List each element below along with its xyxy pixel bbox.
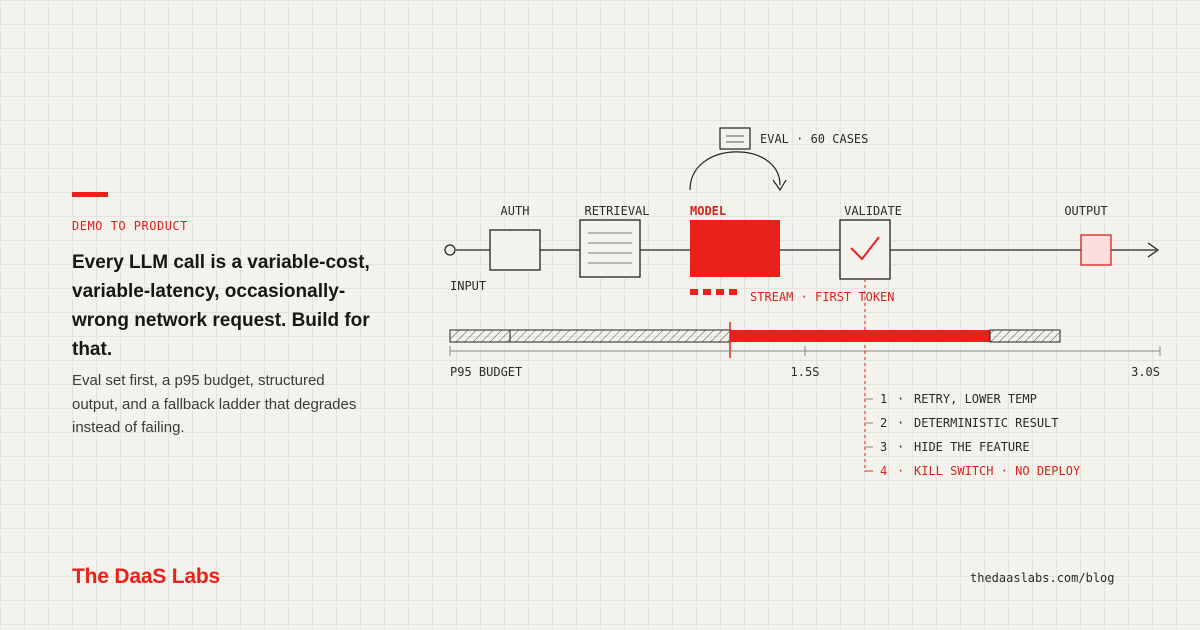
body-text: Eval set first, a p95 budget, structured… [72, 372, 357, 436]
stage-label-retrieval: RETRIEVAL [584, 204, 649, 218]
accent-bar [72, 192, 108, 197]
fallback-ticks [865, 398, 873, 448]
stage-output[interactable] [1080, 234, 1112, 266]
input-node [444, 244, 456, 256]
stream-tokens-icon [690, 289, 737, 295]
fallback-separator: · [897, 416, 904, 430]
fallback-step-4: KILL SWITCH · NO DEPLOY [914, 464, 1081, 478]
fallback-number-2: 2 [880, 416, 887, 430]
headline: Every LLM call is a variable-cost, varia… [72, 252, 370, 360]
stage-label-model: MODEL [690, 204, 726, 218]
stage-label-validate: VALIDATE [844, 204, 902, 218]
eval-doc-icon [719, 127, 751, 150]
document-lines-icon [588, 232, 632, 264]
eval-label: EVAL · 60 CASES [760, 132, 868, 146]
timeline-tail-segment [989, 329, 1061, 343]
fallback-number-4: 4 [880, 464, 887, 478]
timeline-model-segment [730, 330, 990, 342]
fallback-separator: · [897, 440, 904, 454]
stage-auth[interactable] [489, 229, 541, 271]
fallback-step-3: HIDE THE FEATURE [914, 440, 1030, 454]
stage-validate[interactable] [839, 219, 891, 280]
fallback-step-1: RETRY, LOWER TEMP [914, 392, 1037, 406]
eval-loop-arrow [689, 151, 781, 191]
eval-doc-lines-icon [726, 135, 744, 143]
arrow-head-icon [1147, 242, 1160, 258]
stage-retrieval[interactable] [579, 219, 641, 278]
axis-mid-label: 1.5S [791, 365, 820, 379]
fallback-separator: · [897, 392, 904, 406]
fallback-number-3: 3 [880, 440, 887, 454]
timeline-pre-segment [449, 329, 731, 343]
checkmark-icon [850, 236, 880, 261]
blog-url[interactable]: thedaaslabs.com/blog [970, 571, 1115, 585]
eval-loop-arrow-head-icon [772, 179, 787, 192]
input-label: INPUT [450, 279, 486, 293]
section-label: DEMO TO PRODUCT [72, 219, 188, 233]
brand-logo[interactable]: The DaaS Labs [72, 565, 220, 588]
stream-label: STREAM · FIRST TOKEN [750, 290, 895, 304]
fallback-step-2: DETERMINISTIC RESULT [914, 416, 1059, 430]
stage-label-output: OUTPUT [1064, 204, 1107, 218]
stage-model[interactable] [690, 220, 780, 277]
axis-end-label: 3.0S [1131, 365, 1160, 379]
fallback-number-1: 1 [880, 392, 887, 406]
fallback-separator: · [897, 464, 904, 478]
stage-label-auth: AUTH [501, 204, 530, 218]
budget-label: P95 BUDGET [450, 365, 522, 379]
